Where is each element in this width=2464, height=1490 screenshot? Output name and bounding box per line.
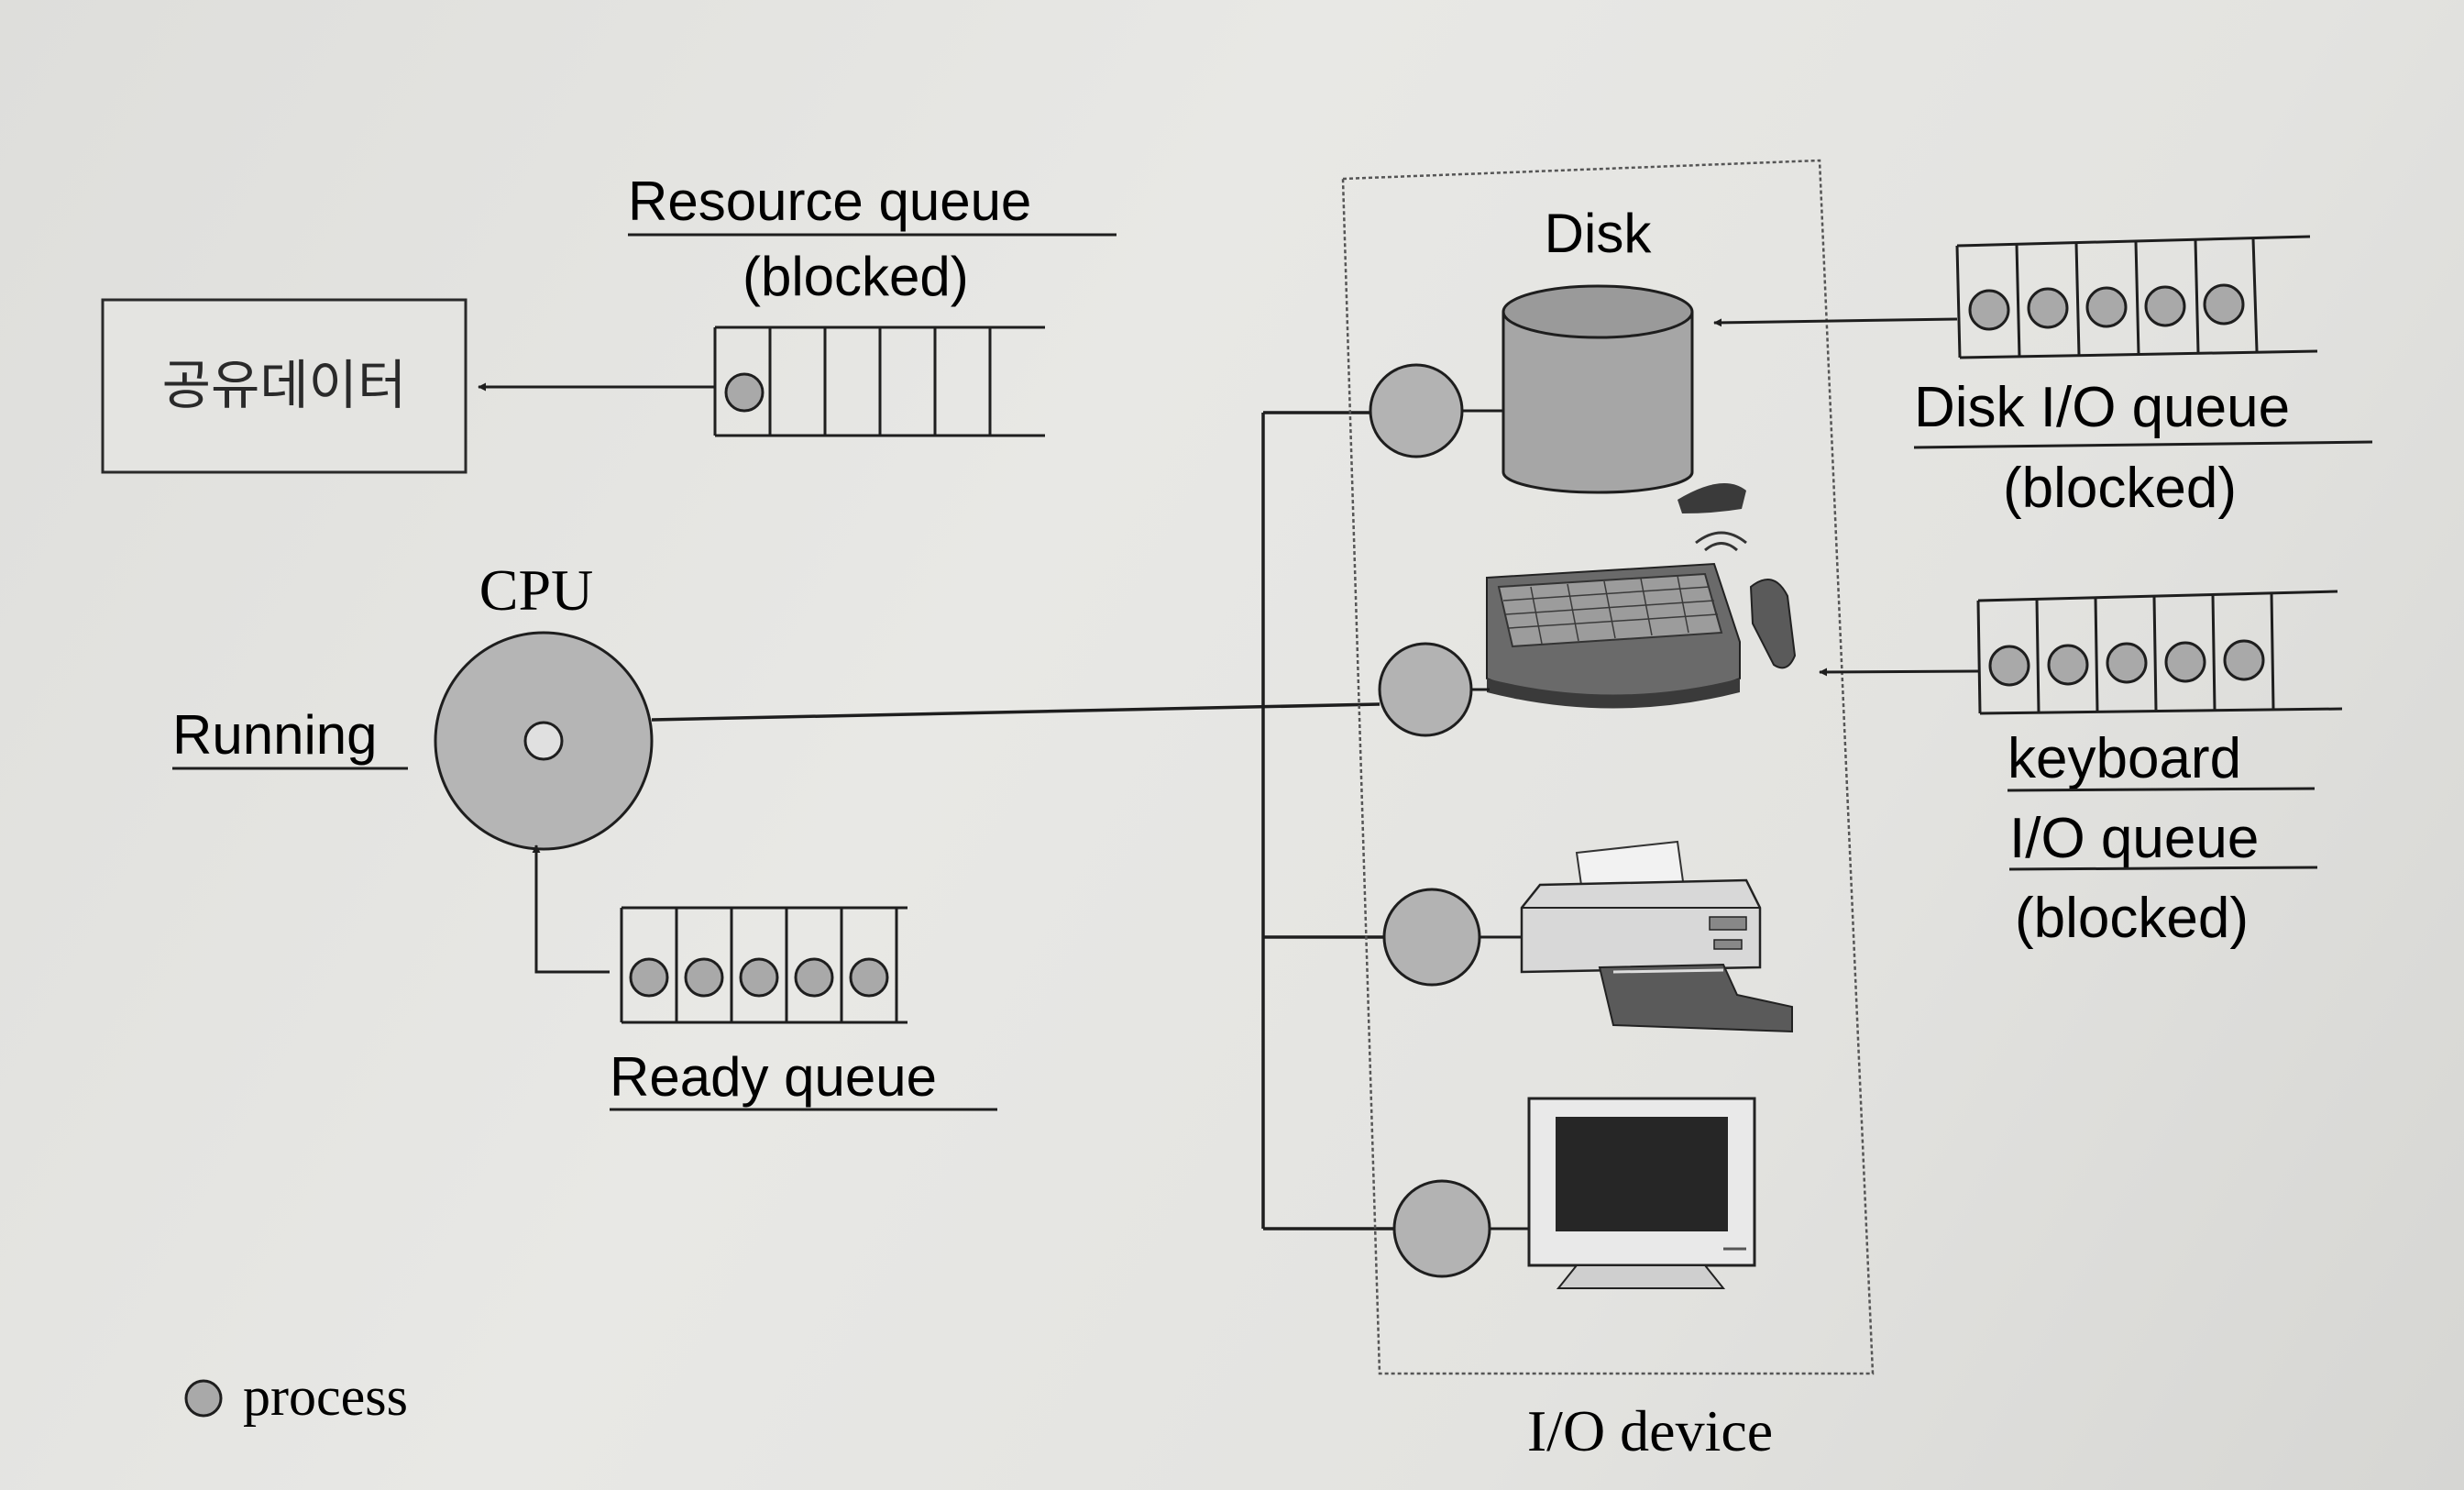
disk-cylinder-icon (1502, 284, 1694, 494)
shared-data-label: 공유데이터 (162, 356, 407, 415)
process-token (739, 957, 779, 998)
process-token (2047, 644, 2089, 686)
cpu: CPU Running (172, 557, 654, 851)
ready-queue: Ready queue (610, 906, 997, 1111)
monitor-node (1392, 1179, 1491, 1278)
printer-device (1382, 840, 1793, 1033)
legend-process-label: process (243, 1366, 408, 1427)
disk-io-queue-underline (1913, 440, 2373, 449)
running-process-token (523, 721, 564, 761)
io-device-box (1341, 159, 1875, 1375)
keyboard-icon (1486, 562, 1741, 709)
disk-queue-to-disk-arrow (1713, 317, 1958, 327)
keyboard-io-queue-underline-1 (2007, 787, 2316, 792)
keyboard-node (1378, 642, 1473, 737)
printer-node (1382, 888, 1481, 987)
io-device-title: I/O device (1527, 1398, 1773, 1463)
keyboard-io-queue-title-line1: keyboard (2008, 727, 2241, 790)
process-token (849, 957, 889, 998)
mouse-icon (1678, 483, 1797, 669)
resource-queue-title: Resource queue (628, 171, 1031, 232)
process-token (2144, 285, 2186, 327)
disk-io-queue-state: (blocked) (2003, 457, 2237, 520)
process-token (1968, 289, 2010, 331)
process-token (2027, 287, 2069, 329)
process-token (2203, 283, 2245, 326)
monitor-device (1392, 1097, 1756, 1289)
ready-to-cpu-arrow (532, 844, 610, 974)
keyboard-io-queue-state: (blocked) (2015, 887, 2249, 950)
disk-io-queue-slots (1955, 235, 2318, 359)
ready-queue-slots (620, 906, 908, 1024)
process-token (1988, 645, 2030, 687)
process-token (794, 957, 834, 998)
process-token (684, 957, 724, 998)
resource-queue: Resource queue (blocked) (628, 171, 1116, 437)
printer-icon (1520, 840, 1793, 1033)
keyboard-queue-to-keyboard-arrow (1819, 668, 1979, 677)
resource-queue-slots (713, 326, 1045, 437)
monitor-icon (1527, 1097, 1756, 1289)
keyboard-io-queue: keyboard I/O queue (blocked) (1819, 590, 2343, 950)
keyboard-io-queue-title-line2: I/O queue (2009, 807, 2259, 870)
shared-data-box: 공유데이터 (101, 298, 468, 474)
disk-io-queue-title: Disk I/O queue (1914, 376, 2290, 439)
legend-process-icon (184, 1379, 223, 1418)
process-token (2223, 639, 2265, 681)
process-token (2085, 286, 2128, 328)
cpu-title: CPU (479, 557, 594, 623)
process-token (629, 957, 669, 998)
keyboard-io-queue-underline-2 (2008, 866, 2318, 871)
resource-queue-state: (blocked) (742, 246, 969, 307)
running-label: Running (172, 704, 378, 766)
legend: process (184, 1366, 408, 1427)
process-token (2106, 642, 2148, 684)
keyboard-io-queue-slots (1976, 590, 2343, 715)
disk-node (1369, 363, 1464, 458)
keyboard-device (1378, 483, 1797, 737)
disk-device: Disk (1369, 203, 1694, 494)
disk-title: Disk (1545, 203, 1653, 264)
process-token (2164, 641, 2206, 683)
process-token (724, 372, 764, 413)
disk-io-queue: Disk I/O queue (blocked) (1713, 235, 2373, 520)
io-bus (651, 411, 1396, 1231)
ready-queue-title: Ready queue (610, 1046, 937, 1108)
